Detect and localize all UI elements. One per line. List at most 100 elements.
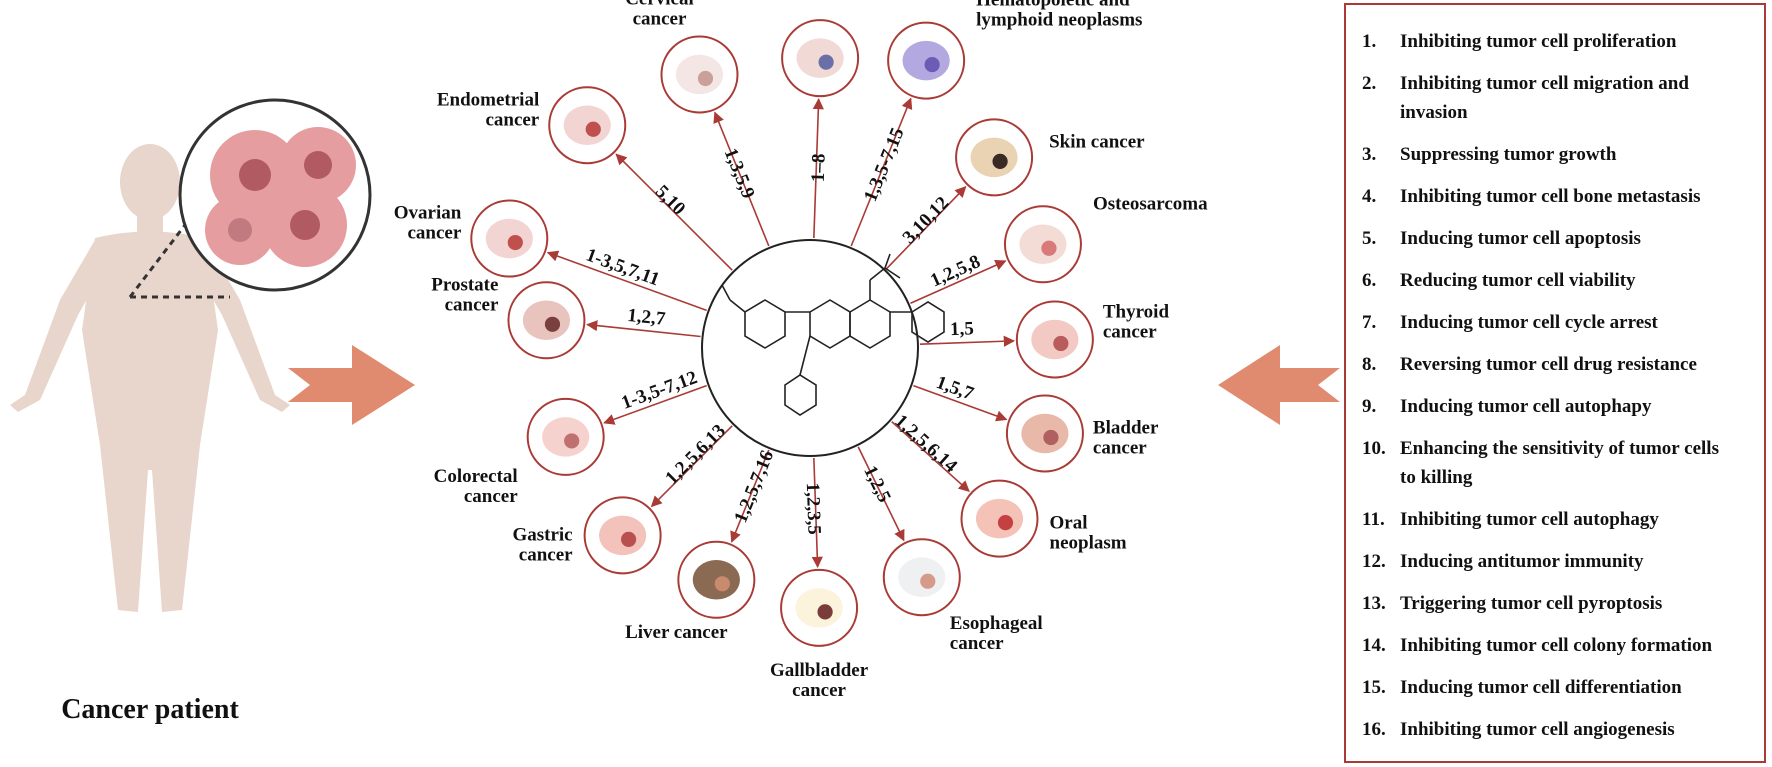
- mechanism-number: 10.: [1362, 438, 1386, 459]
- code-label-gallbladder: 1,2,3,5: [802, 482, 825, 535]
- code-label-hematopoietic: 1,3,5-7,15: [860, 125, 909, 205]
- thyroid-tumor-spot: [1053, 335, 1069, 352]
- mechanism-item-5: 5.Inducing tumor cell apoptosis: [1362, 224, 1752, 253]
- mechanism-item-15: 15. Inducing tumor cell differentiation: [1362, 673, 1752, 702]
- arrow-endometrial: [615, 153, 733, 271]
- mechanism-item-16: 16. Inhibiting tumor cell angiogenesis: [1362, 715, 1752, 744]
- mechanism-number: 8.: [1362, 354, 1377, 375]
- cancer-label-skin: Skin cancer: [1049, 131, 1145, 152]
- mechanism-text: Reducing tumor cell viability: [1400, 270, 1636, 291]
- code-label-colorectal: 1-3,5-7,12: [619, 367, 701, 414]
- mechanism-text: Inducing tumor cell differentiation: [1400, 677, 1682, 698]
- mechanism-number: 2.: [1362, 73, 1377, 94]
- mechanism-item-4: 4.Inhibiting tumor cell bone metastasis: [1362, 182, 1752, 211]
- mechanism-number: 6.: [1362, 270, 1377, 291]
- arrow-skin: [885, 186, 967, 270]
- mechanism-number: 7.: [1362, 312, 1377, 333]
- arrow-colorectal: [603, 384, 707, 425]
- mechanism-item-3: 3.Suppressing tumor growth: [1362, 140, 1752, 169]
- mechanism-text: Inhibiting tumor cell proliferation: [1400, 31, 1677, 52]
- code-label-liver: 1,2,5,7,16: [730, 447, 778, 525]
- skin-tumor-spot: [992, 153, 1008, 169]
- mechanism-number: 4.: [1362, 186, 1377, 207]
- left-block-arrow: [288, 345, 415, 425]
- cancer-label-osteosarcoma: Osteosarcoma: [1093, 193, 1208, 214]
- cancer-label-cervical: Cervicalcancer: [625, 0, 694, 29]
- arrow-gastric: [650, 425, 733, 508]
- code-label-endometrial: 5,10: [651, 181, 689, 219]
- patient-label: Cancer patient: [61, 694, 239, 725]
- arrow-thyroid: [919, 335, 1015, 347]
- mechanism-text: Inhibiting tumor cell colony formation: [1400, 635, 1713, 656]
- mechanism-list: 1. Inhibiting tumor cell proliferation 2. I…: [1362, 27, 1752, 744]
- mechanism-text: Triggering tumor cell pyroptosis: [1400, 593, 1663, 614]
- cancer-node-osteosarcoma: 1,2,5,8 Osteosarcoma: [910, 193, 1208, 304]
- tumor-cell-cluster-icon: [128, 98, 372, 299]
- mechanism-number: 11.: [1362, 509, 1385, 530]
- bladder-tumor-spot: [1043, 429, 1059, 446]
- mechanism-text: Suppressing tumor growth: [1400, 144, 1617, 165]
- mechanism-number: 15.: [1362, 677, 1386, 698]
- cancer-node-lung: 1–8Lung cancer: [781, 19, 860, 239]
- arrow-oral: [891, 421, 970, 492]
- mechanism-number: 1.: [1362, 31, 1377, 52]
- mechanism-text: Inhibiting tumor cell angiogenesis: [1400, 719, 1675, 740]
- code-label-prostate: 1,2,7: [626, 305, 666, 330]
- mechanism-item-8: 8.Reversing tumor cell drug resistance: [1362, 350, 1752, 379]
- mechanism-text: Inducing tumor cell autophapy: [1400, 396, 1652, 417]
- arrow-ovarian: [546, 250, 707, 312]
- gallbladder-tumor-spot: [817, 604, 833, 620]
- endometrial-tumor-spot: [585, 121, 601, 137]
- code-label-oral: 1,2,5,6,14: [891, 411, 962, 478]
- ovarian-tumor-spot: [507, 234, 523, 251]
- mechanism-text: Enhancing the sensitivity of tumor cells…: [1400, 438, 1719, 488]
- liver-tumor-spot: [714, 576, 730, 592]
- mechanism-text: Inducing tumor cell apoptosis: [1400, 228, 1641, 249]
- arrow-liver: [730, 449, 770, 543]
- arrow-osteosarcoma: [910, 259, 1007, 304]
- mechanism-item-11: 11.Inhibiting tumor cell autophagy: [1362, 505, 1752, 534]
- mechanism-number: 16.: [1362, 719, 1386, 740]
- mechanism-item-1: 1. Inhibiting tumor cell proliferation: [1362, 27, 1752, 56]
- cancer-label-liver: Liver cancer: [625, 622, 728, 643]
- lung-tumor-spot: [818, 54, 834, 70]
- code-label-gastric: 1,2,5,6,13: [661, 420, 730, 489]
- mechanism-item-12: 12.Inducing antitumor immunity: [1362, 547, 1752, 576]
- hematopoietic-tumor-spot: [924, 56, 940, 73]
- compound-structure: [701, 239, 945, 457]
- mechanism-number: 13.: [1362, 593, 1386, 614]
- mechanism-item-13: 13. Triggering tumor cell pyroptosis: [1362, 589, 1752, 618]
- gastric-tumor-spot: [621, 531, 637, 547]
- code-label-osteosarcoma: 1,2,5,8: [927, 251, 983, 291]
- arrow-esophageal: [857, 446, 905, 542]
- human-silhouette-icon: [10, 144, 290, 612]
- code-label-cervical: 1,3,5,9: [720, 145, 759, 201]
- arrow-cervical: [713, 111, 770, 247]
- cancer-node-cervical: 1,3,5,9 Cervicalcancer: [625, 0, 770, 247]
- right-block-arrow: [1218, 345, 1340, 425]
- code-label-bladder: 1,5,7: [933, 372, 976, 405]
- code-label-ovarian: 1-3,5,7,11: [583, 245, 662, 291]
- code-label-thyroid: 1,5: [950, 318, 974, 340]
- oral-tumor-spot: [997, 515, 1014, 531]
